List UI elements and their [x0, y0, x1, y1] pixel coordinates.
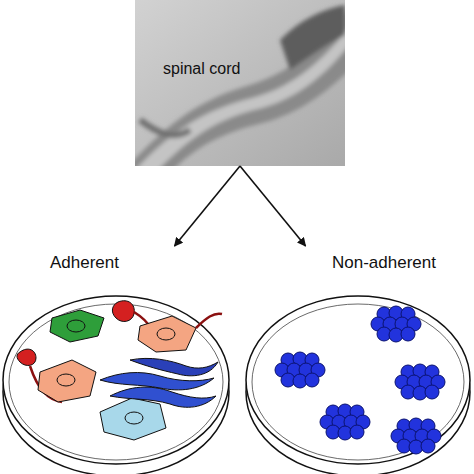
- dish-heading: Non-adherent: [332, 253, 436, 273]
- neurosphere: [391, 418, 441, 454]
- neurite: [196, 314, 222, 328]
- spinal-cord-photo: [135, 0, 345, 166]
- cell-nucleus: [57, 374, 75, 386]
- dish-rim: [246, 296, 470, 464]
- red-cell: [17, 349, 36, 365]
- cell-nucleus: [67, 320, 85, 332]
- cord-tissue: [135, 0, 345, 166]
- blue-bipolar-cell: [130, 358, 218, 375]
- non-adherent-dish: [246, 296, 470, 474]
- cell-nucleus: [125, 412, 143, 424]
- red-cell: [112, 301, 134, 322]
- blue-bipolar-cell: [110, 387, 216, 407]
- green-cell: [50, 310, 104, 342]
- cell-nucleus: [157, 328, 175, 340]
- dish-rim: [3, 296, 229, 464]
- arrow-connector: [175, 166, 241, 246]
- photo-label: spinal cord: [163, 60, 240, 78]
- tissue-dark: [280, 5, 345, 70]
- light-blue-cell: [100, 398, 166, 440]
- tissue-photo: spinal cord: [135, 0, 345, 166]
- orange-cell: [38, 360, 96, 402]
- neurosphere: [320, 404, 370, 440]
- dish-inner: [252, 304, 464, 460]
- neurosphere: [395, 364, 445, 400]
- dish-heading: Adherent: [50, 253, 119, 273]
- culture-dish: Non-adherent: [244, 246, 472, 474]
- dish-inner: [9, 304, 223, 460]
- arrow-connector: [240, 166, 306, 246]
- culture-dish: Adherent: [2, 246, 232, 474]
- orange-cell: [138, 316, 196, 352]
- neurosphere: [371, 306, 421, 342]
- neurosphere: [275, 352, 325, 388]
- adherent-dish: [3, 296, 229, 474]
- tissue-edge: [140, 120, 190, 135]
